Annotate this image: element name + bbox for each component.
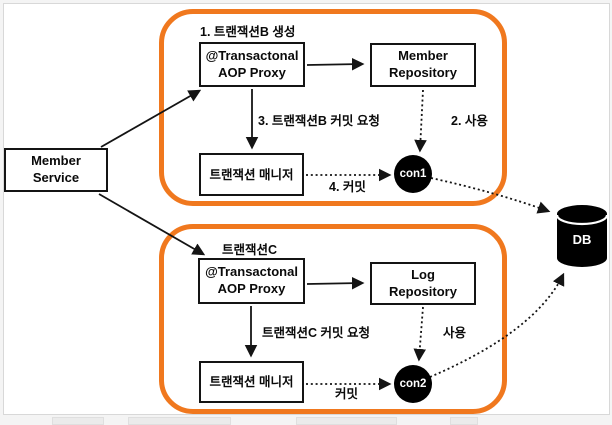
database-cylinder-body xyxy=(557,205,607,267)
log-repository-box: Log Repository xyxy=(370,262,476,305)
member-service-label-line1: Member xyxy=(31,153,81,169)
aop-proxy-c-box: @Transactonal AOP Proxy xyxy=(198,258,305,304)
transaction-b-commit-label: 4. 커밋 xyxy=(329,180,366,194)
transaction-c-use-label: 사용 xyxy=(443,326,467,340)
member-repository-label-line1: Member xyxy=(398,48,448,64)
connection-con2-node: con2 xyxy=(394,365,432,403)
database-label: DB xyxy=(573,232,592,247)
database-cylinder-rim xyxy=(555,214,609,226)
member-repository-box: Member Repository xyxy=(370,43,476,87)
log-repository-label-line1: Log xyxy=(411,266,435,282)
next-slide-peek-box xyxy=(450,417,478,425)
next-slide-peek-box xyxy=(52,417,104,425)
transaction-b-use-label: 2. 사용 xyxy=(451,114,488,128)
member-service-box: Member Service xyxy=(4,148,108,192)
log-repository-label-line2: Repository xyxy=(389,283,457,299)
tx-manager-c-box: 트랜잭션 매니저 xyxy=(199,361,304,403)
con1-label: con1 xyxy=(399,168,427,180)
member-service-label-line2: Service xyxy=(32,170,80,185)
transaction-c-title-label: 트랜잭션C xyxy=(222,243,278,257)
tx-manager-b-box: 트랜잭션 매니저 xyxy=(199,153,304,196)
transaction-b-create-label: 1. 트랜잭션B 생성 xyxy=(200,25,296,39)
next-slide-peek-box xyxy=(296,417,397,425)
aop-proxy-c-label-line2: AOP Proxy xyxy=(217,281,286,296)
transaction-c-commit-request-label: 트랜잭션C 커밋 요청 xyxy=(262,326,370,340)
transaction-b-commit-request-label: 3. 트랜잭션B 커밋 요청 xyxy=(258,114,380,128)
aop-proxy-b-box: @Transactonal AOP Proxy xyxy=(199,42,305,87)
connection-con1-node: con1 xyxy=(394,155,432,193)
transaction-c-commit-label: 커밋 xyxy=(335,387,359,401)
aop-proxy-c-label-line1: @Transactonal xyxy=(205,264,298,280)
next-slide-peek-box xyxy=(128,417,231,425)
aop-proxy-b-label-line1: @Transactonal xyxy=(205,47,299,63)
member-repository-label-line2: Repository xyxy=(389,65,457,80)
con2-label: con2 xyxy=(399,378,427,390)
tx-manager-b-label: 트랜잭션 매니저 xyxy=(209,167,294,182)
tx-manager-c-label: 트랜잭션 매니저 xyxy=(209,375,294,389)
database-cylinder: DB xyxy=(555,205,609,267)
aop-proxy-b-label-line2: AOP Proxy xyxy=(218,64,286,80)
